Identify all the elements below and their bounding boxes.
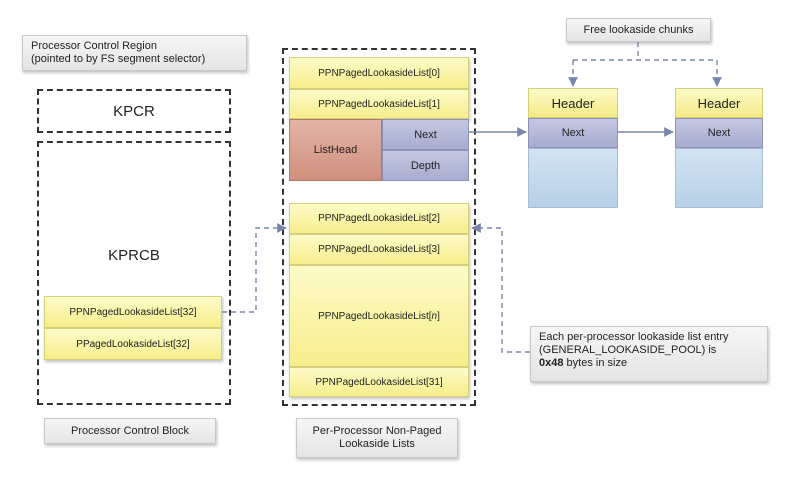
chunk-1-body xyxy=(528,148,618,208)
note-line3: 0x48 bytes in size xyxy=(539,357,759,370)
kprcb-box: KPRCB xyxy=(37,141,231,405)
list-entry-0: PPNPagedLookasideList[0] xyxy=(289,57,469,89)
list-head-next: Next xyxy=(382,119,469,150)
list-head-depth-label: Depth xyxy=(410,159,441,172)
list-entry-n-index: n xyxy=(431,310,438,322)
pcr-line2: (pointed to by FS segment selector) xyxy=(31,53,206,65)
arrow-kprcb-to-lists xyxy=(222,223,287,313)
caption-line1: Per-Processor Non-Paged xyxy=(312,425,442,437)
chunk-2-body xyxy=(675,148,763,208)
kprcb-entry-nonpaged: PPNPagedLookasideList[32] xyxy=(44,296,222,328)
pcr-line1: Processor Control Region xyxy=(31,40,157,52)
chunk-2-header: Header xyxy=(675,88,763,118)
note-size-value: 0x48 xyxy=(539,357,564,369)
kpcr-label: KPCR xyxy=(113,102,155,120)
list-head-next-label: Next xyxy=(414,128,437,141)
list-entry-2: PPNPagedLookasideList[2] xyxy=(289,203,469,234)
processor-control-block-label: Processor Control Block xyxy=(44,418,216,444)
free-lookaside-chunks-label: Free lookaside chunks xyxy=(566,18,711,42)
kprcb-label: KPRCB xyxy=(108,247,160,264)
list-entry-n-prefix: PPNPagedLookasideList[ xyxy=(318,310,432,322)
caption-line2: Lookaside Lists xyxy=(339,438,415,450)
arrow-note-to-lists xyxy=(471,223,530,353)
list-entry-31: PPNPagedLookasideList[31] xyxy=(289,367,469,397)
note-line2: (GENERAL_LOOKASIDE_POOL) is xyxy=(539,344,717,356)
list-head: ListHead xyxy=(289,119,382,181)
kpcr-box: KPCR xyxy=(37,89,231,133)
chunk-1-header: Header xyxy=(528,88,618,118)
list-entry-3: PPNPagedLookasideList[3] xyxy=(289,234,469,265)
per-processor-lists-caption: Per-Processor Non-Paged Lookaside Lists xyxy=(296,418,458,458)
kprcb-entry-paged: PPagedLookasideList[32] xyxy=(44,328,222,360)
processor-control-region-label: Processor Control Region (pointed to by … xyxy=(22,35,247,71)
note-size-suffix: bytes in size xyxy=(563,357,628,369)
list-entry-n-suffix: ] xyxy=(437,310,440,322)
chunk-2-next: Next xyxy=(675,118,763,148)
list-entry-1: PPNPagedLookasideList[1] xyxy=(289,89,469,119)
chunk-1-next: Next xyxy=(528,118,618,148)
entry-size-note: Each per-processor lookaside list entry … xyxy=(530,326,768,382)
arrow-free-chunks-bracket xyxy=(573,42,717,61)
list-entry-n: PPNPagedLookasideList[n] xyxy=(289,265,469,367)
list-head-depth: Depth xyxy=(382,150,469,181)
list-head-label: ListHead xyxy=(313,144,358,156)
note-line1: Each per-processor lookaside list entry xyxy=(539,331,729,343)
